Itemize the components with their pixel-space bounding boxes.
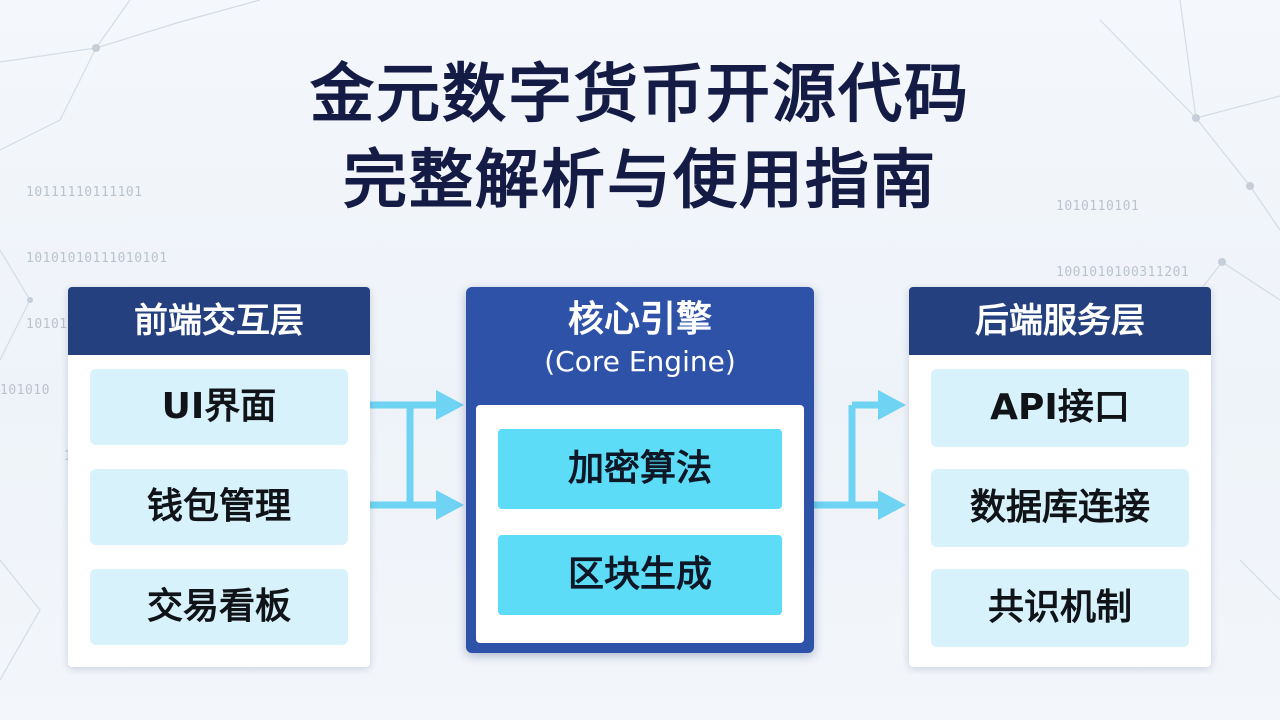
frontend-item-trading-board: 交易看板 (90, 569, 348, 645)
core-item-encryption: 加密算法 (498, 429, 782, 509)
title-line-2: 完整解析与使用指南 (343, 144, 937, 218)
core-engine-panel: 核心引擎 (Core Engine) 加密算法 区块生成 (466, 287, 814, 653)
binary-line: 101010 (0, 383, 50, 398)
binary-line: 1001010100311201 (1056, 265, 1190, 280)
arrowhead-icon (878, 490, 906, 520)
core-engine-title: 核心引擎 (567, 299, 712, 340)
backend-layer-panel: 后端服务层 API接口 数据库连接 共识机制 (909, 287, 1211, 667)
backend-item-database: 数据库连接 (931, 469, 1189, 547)
page-title: 金元数字货币开源代码 完整解析与使用指南 (0, 52, 1280, 224)
backend-layer-header: 后端服务层 (909, 287, 1211, 355)
binary-line: 10111110111101 (26, 185, 143, 200)
core-engine-subtitle: (Core Engine) (544, 345, 736, 378)
backend-item-consensus: 共识机制 (931, 569, 1189, 647)
core-engine-body: 加密算法 区块生成 (476, 405, 804, 643)
binary-line: 10101010111010101 (26, 251, 168, 266)
frontend-item-ui: UI界面 (90, 369, 348, 445)
backend-item-api: API接口 (931, 369, 1189, 447)
binary-line: 1010110101 (1056, 199, 1140, 214)
title-line-1: 金元数字货币开源代码 (310, 58, 970, 132)
arrowhead-icon (878, 390, 906, 420)
frontend-item-wallet: 钱包管理 (90, 469, 348, 545)
core-item-block-generation: 区块生成 (498, 535, 782, 615)
frontend-layer-header: 前端交互层 (68, 287, 370, 355)
frontend-layer-panel: 前端交互层 UI界面 钱包管理 交易看板 (68, 287, 370, 667)
arrowhead-icon (436, 390, 464, 420)
arrowhead-icon (436, 490, 464, 520)
